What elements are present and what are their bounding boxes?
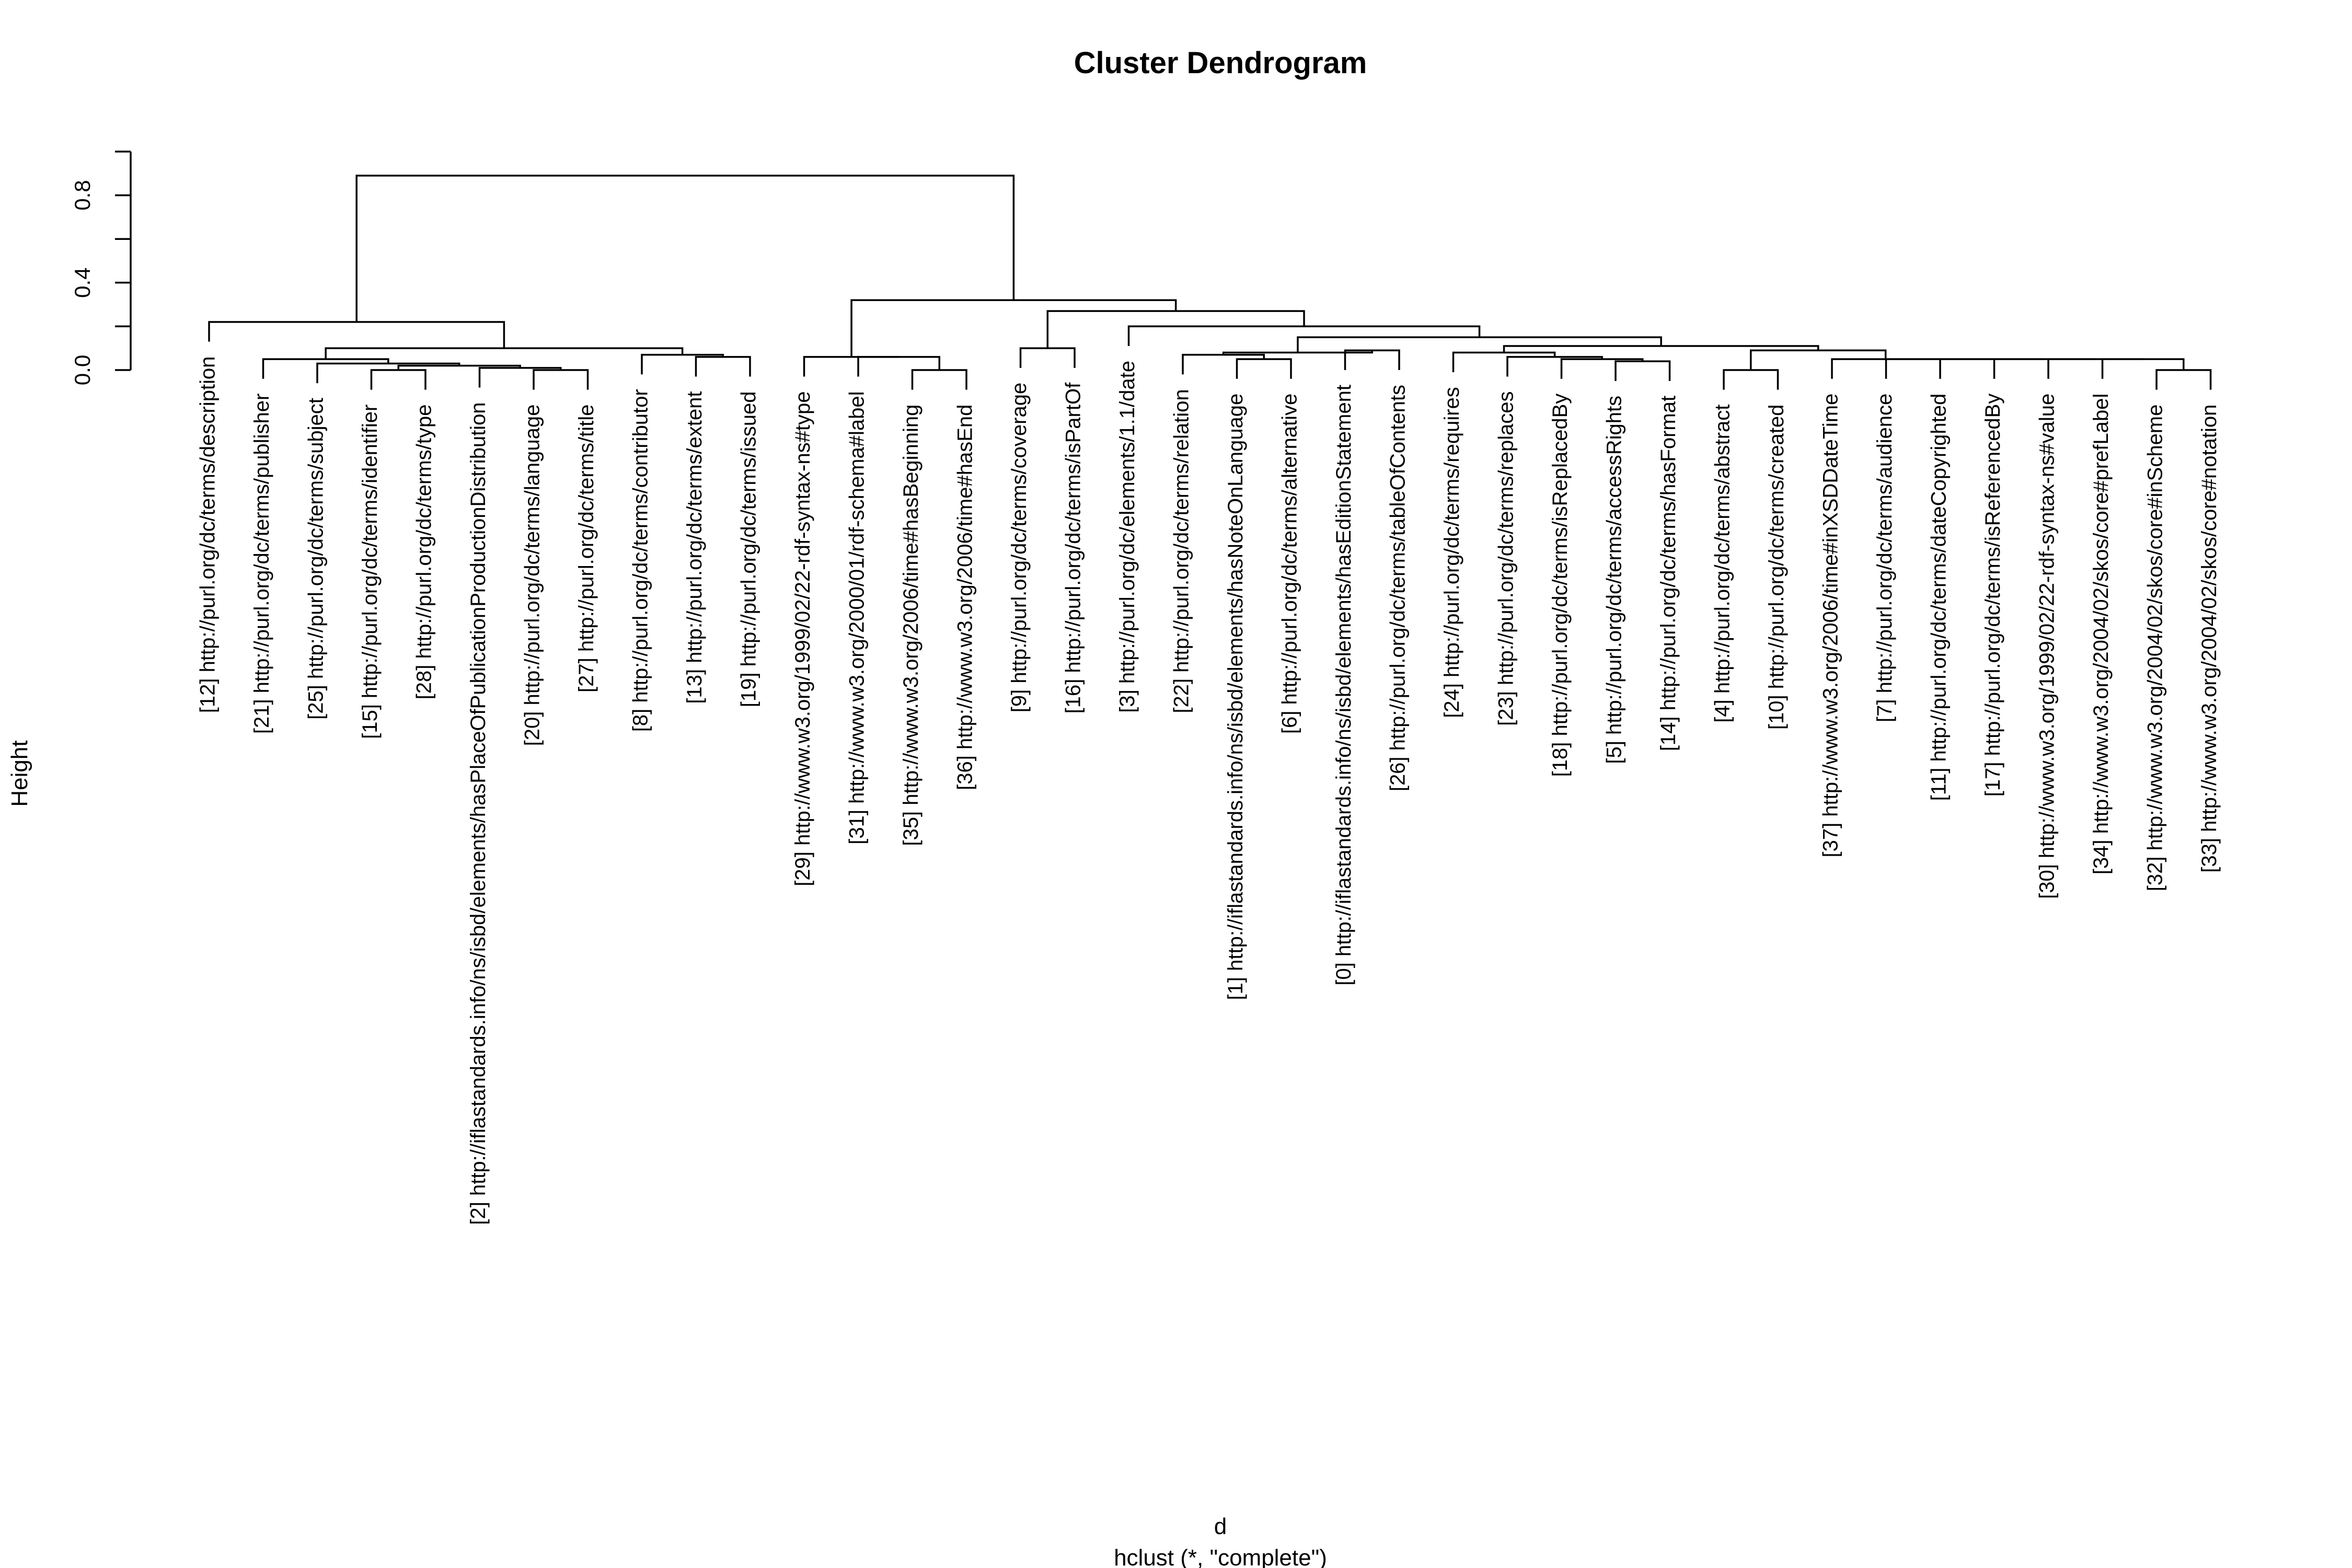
leaf-label: [19] http://purl.org/dc/terms/issued	[737, 391, 760, 708]
leaf-labels: [12] http://purl.org/dc/terms/descriptio…	[197, 356, 2221, 1225]
leaf-label: [10] http://purl.org/dc/terms/created	[1765, 405, 1788, 730]
y-axis-label: Height	[7, 740, 32, 806]
dendrogram-link	[911, 369, 967, 390]
dendrogram-link	[857, 356, 940, 377]
dendrogram-link	[2101, 358, 2185, 379]
dendrogram-link	[370, 369, 426, 390]
leaf-label: [37] http://www.w3.org/2006/time#inXSDDa…	[1819, 394, 1842, 858]
leaf-label: [35] http://www.w3.org/2006/time#hasBegi…	[900, 405, 923, 846]
leaf-label: [26] http://purl.org/dc/terms/tableOfCon…	[1387, 385, 1410, 791]
leaf-label: [14] http://purl.org/dc/terms/hasFormat	[1657, 396, 1680, 751]
dendrogram-link	[1750, 349, 1887, 370]
x-axis-label: d	[1214, 1514, 1227, 1539]
leaf-label: [34] http://www.w3.org/2004/02/skos/core…	[2090, 394, 2113, 875]
leaf-label: [6] http://purl.org/dc/terms/alternative	[1278, 394, 1301, 734]
y-tick-label: 0.0	[70, 355, 95, 385]
leaf-label: [0] http://iflastandards.info/ns/isbd/el…	[1332, 385, 1355, 986]
leaf-label: [31] http://www.w3.org/2000/01/rdf-schem…	[846, 391, 869, 845]
leaf-label: [29] http://www.w3.org/1999/02/22-rdf-sy…	[791, 391, 814, 886]
dendrogram-link	[803, 356, 899, 377]
leaf-label: [25] http://purl.org/dc/terms/subject	[305, 398, 328, 720]
leaf-label: [18] http://purl.org/dc/terms/isReplaced…	[1549, 394, 1572, 777]
dendrogram-link	[1182, 353, 1265, 375]
dendrogram-link	[1503, 345, 1819, 353]
dendrogram-link	[1723, 369, 1779, 390]
leaf-label: [32] http://www.w3.org/2004/02/skos/core…	[2144, 405, 2167, 892]
dendrogram-link	[355, 175, 1015, 322]
leaf-label: [4] http://purl.org/dc/terms/abstract	[1711, 405, 1734, 723]
leaf-label: [17] http://purl.org/dc/terms/isReferenc…	[1981, 394, 2004, 797]
leaf-label: [13] http://purl.org/dc/terms/extent	[683, 391, 706, 704]
leaf-label: [7] http://purl.org/dc/terms/audience	[1873, 394, 1896, 722]
leaf-label: [16] http://purl.org/dc/terms/isPartOf	[1062, 382, 1085, 713]
dendrogram-link	[1831, 358, 1940, 379]
leaf-label: [33] http://www.w3.org/2004/02/skos/core…	[2198, 405, 2221, 873]
leaf-label: [8] http://purl.org/dc/terms/contributor	[629, 389, 652, 732]
dendrogram-link	[208, 321, 505, 349]
dendrogram-link	[1236, 358, 1292, 379]
y-tick-label: 0.4	[70, 268, 95, 298]
leaf-label: [3] http://purl.org/dc/elements/1.1/date	[1116, 361, 1139, 713]
leaf-label: [24] http://purl.org/dc/terms/requires	[1440, 387, 1463, 718]
y-tick-label: 0.8	[70, 180, 95, 210]
leaf-label: [1] http://iflastandards.info/ns/isbd/el…	[1224, 394, 1247, 1000]
dendrogram-links	[208, 175, 2212, 390]
leaf-label: [30] http://www.w3.org/1999/02/22-rdf-sy…	[2036, 394, 2059, 899]
chart-subtitle: hclust (*, "complete")	[1114, 1545, 1327, 1568]
leaf-label: [27] http://purl.org/dc/terms/title	[575, 405, 598, 693]
leaf-label: [22] http://purl.org/dc/terms/relation	[1170, 389, 1193, 713]
dendrogram-link	[533, 369, 589, 390]
dendrogram-link	[1939, 358, 2045, 379]
dendrogram-link	[1993, 358, 2096, 379]
leaf-label: [9] http://purl.org/dc/terms/coverage	[1008, 383, 1031, 712]
dendrogram-link	[1452, 351, 1556, 373]
leaf-label: [23] http://purl.org/dc/terms/replaces	[1495, 391, 1518, 726]
leaf-label: [5] http://purl.org/dc/terms/accessRight…	[1603, 396, 1626, 764]
leaf-label: [2] http://iflastandards.info/ns/isbd/el…	[467, 402, 490, 1225]
dendrogram-link	[1127, 325, 1481, 347]
dendrogram-link	[695, 356, 751, 377]
leaf-label: [28] http://purl.org/dc/terms/type	[413, 405, 436, 700]
leaf-label: [15] http://purl.org/dc/terms/identifier	[359, 405, 382, 739]
chart-title: Cluster Dendrogram	[1074, 46, 1367, 80]
dendrogram-link	[850, 299, 1177, 357]
dendrogram-link	[1019, 347, 1076, 368]
leaf-label: [21] http://purl.org/dc/terms/publisher	[250, 394, 273, 734]
dendrogram-link	[262, 358, 389, 379]
dendrogram-link	[2047, 358, 2143, 379]
leaf-label: [12] http://purl.org/dc/terms/descriptio…	[197, 356, 220, 713]
leaf-label: [36] http://www.w3.org/2006/time#hasEnd	[954, 405, 977, 790]
dendrogram-link	[1615, 360, 1671, 381]
leaf-label: [11] http://purl.org/dc/terms/dateCopyri…	[1928, 394, 1951, 801]
dendrogram-link	[325, 347, 684, 360]
dendrogram-link	[1046, 310, 1305, 349]
y-axis: 0.0 0.4 0.8	[70, 151, 132, 385]
leaf-label: [20] http://purl.org/dc/terms/language	[521, 405, 544, 746]
dendrogram-link	[2155, 369, 2212, 390]
